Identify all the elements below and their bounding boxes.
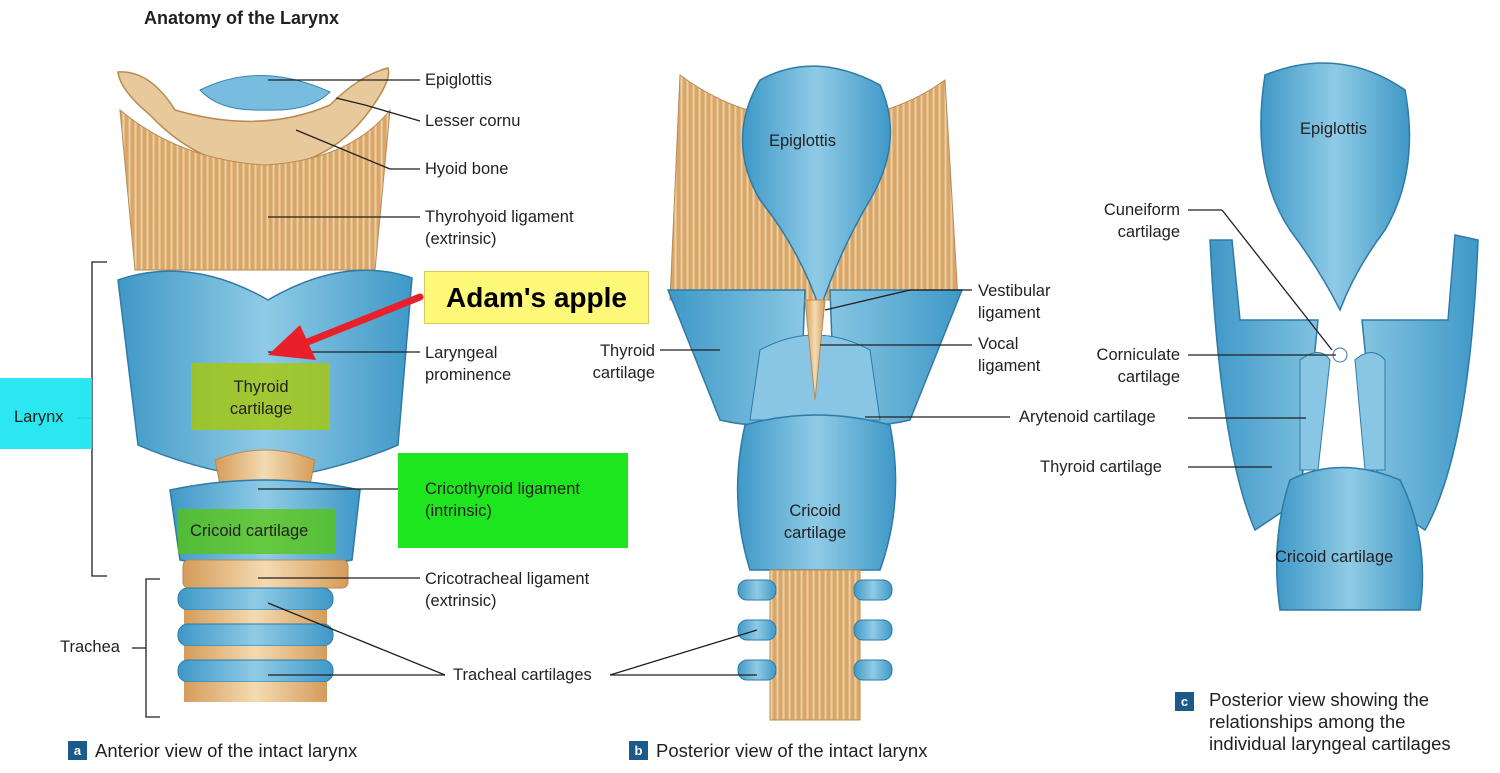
- label-cricoid-cartilage-b: Cricoid cartilage: [783, 502, 847, 542]
- hyoid-bone-shape: [117, 67, 390, 169]
- epiglottis-tip-a: [199, 75, 331, 111]
- cricoid-c: [1275, 466, 1424, 611]
- epiglottis-b: [741, 65, 892, 313]
- label-vestibular-ligament: Vestibular ligament: [978, 282, 1051, 322]
- label-cricoid-cartilage-a: Cricoid cartilage: [190, 522, 309, 540]
- label-thyroid-cartilage-a: Thyroid cartilage: [229, 378, 293, 418]
- caption-a: a Anterior view of the intact larynx: [68, 740, 357, 762]
- badge-b: b: [629, 741, 648, 760]
- cricoid-highlight-box: [178, 509, 336, 554]
- cricoid-b: [736, 414, 897, 571]
- label-laryngeal-prominence: Laryngeal prominence: [425, 344, 512, 384]
- cricotracheal-band: [182, 559, 349, 589]
- badge-a: a: [68, 741, 87, 760]
- label-epiglottis-c: Epiglottis: [1300, 120, 1367, 138]
- label-vocal-ligament: Vocal ligament: [978, 335, 1041, 375]
- label-corniculate-cartilage: Corniculate cartilage: [1096, 346, 1180, 386]
- adams-apple-arrow: [268, 293, 424, 360]
- label-epiglottis-b: Epiglottis: [769, 132, 836, 150]
- trachea-rings-b: [737, 579, 893, 681]
- thyroid-highlight-box: [191, 363, 330, 430]
- label-tracheal-cartilages: Tracheal cartilages: [453, 666, 592, 684]
- figure-title: Anatomy of the Larynx: [144, 8, 340, 28]
- label-thyroid-cartilage-c: Thyroid cartilage: [1040, 458, 1162, 476]
- adams-apple-callout: Adam's apple: [424, 271, 649, 324]
- caption-c-text: Posterior view showing the relationships…: [1209, 689, 1451, 754]
- label-cricothyroid-ligament: Cricothyroid ligament (intrinsic): [425, 480, 580, 520]
- arytenoid-c: [1299, 352, 1386, 471]
- panel-b-drawing: [609, 65, 1010, 721]
- trachea-b: [769, 569, 861, 721]
- label-lesser-cornu: Lesser cornu: [425, 112, 521, 130]
- label-thyroid-cartilage-b: Thyroid cartilage: [592, 342, 655, 382]
- epiglottis-c: [1260, 62, 1411, 312]
- larynx-highlight-box: [0, 378, 92, 449]
- label-cuneiform-cartilage: Cuneiform cartilage: [1103, 201, 1180, 241]
- label-arytenoid-cartilage: Arytenoid cartilage: [1019, 408, 1156, 426]
- label-larynx: Larynx: [14, 408, 64, 426]
- caption-b: b Posterior view of the intact larynx: [629, 740, 927, 762]
- label-cricoid-cartilage-c: Cricoid cartilage: [1275, 548, 1394, 566]
- vocal-folds: [804, 299, 826, 401]
- thyrohyoid-membrane: [119, 108, 391, 271]
- badge-c: c: [1175, 692, 1194, 711]
- trachea-rings-a: [177, 587, 334, 702]
- caption-a-text: Anterior view of the intact larynx: [95, 740, 358, 761]
- caption-b-text: Posterior view of the intact larynx: [656, 740, 928, 761]
- label-trachea: Trachea: [60, 638, 120, 656]
- label-hyoid-bone: Hyoid bone: [425, 160, 509, 178]
- panel-c-drawing: [1188, 62, 1479, 611]
- label-thyrohyoid-ligament: Thyrohyoid ligament (extrinsic): [425, 208, 574, 248]
- label-cricotracheal-ligament: Cricotracheal ligament (extrinsic): [425, 570, 590, 610]
- label-epiglottis-a: Epiglottis: [425, 71, 492, 89]
- cricothyroid-highlight-box: [398, 453, 628, 548]
